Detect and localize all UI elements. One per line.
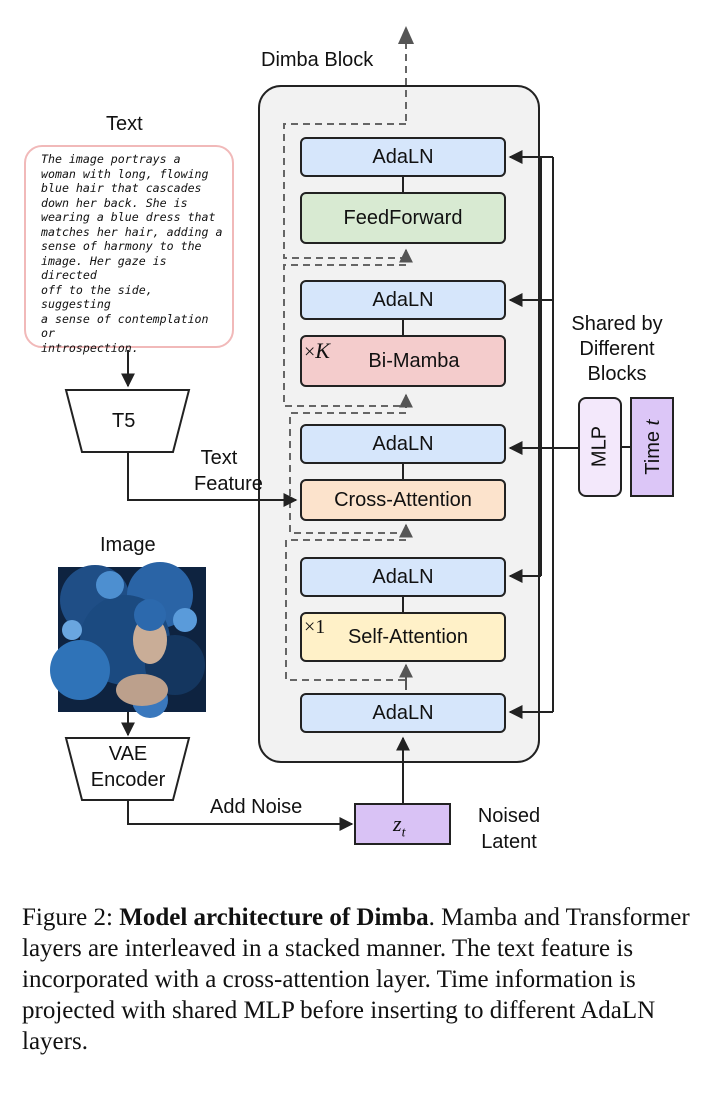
adaln-mamba: AdaLN	[300, 280, 506, 320]
noised-latent-label: Noised Latent	[468, 803, 550, 855]
feedforward-layer: FeedForward	[300, 192, 506, 244]
noised-line1: Noised	[477, 805, 541, 827]
bimamba-repeat-label: ×K	[304, 338, 330, 364]
mamba-k: K	[315, 338, 330, 363]
shared-line1: Shared by	[571, 313, 663, 335]
time-var: t	[639, 419, 664, 426]
t5-encoder-shape	[64, 389, 191, 453]
zt-var: z	[393, 811, 402, 836]
noised-line2: Latent	[481, 831, 537, 853]
caption-rest: . Mamba and Transformer layers are inter…	[22, 904, 690, 1055]
self-repeat-label: ×1	[304, 616, 326, 638]
caption-bold: Model architecture of Dimba	[119, 904, 429, 931]
adaln-self: AdaLN	[300, 557, 506, 597]
shared-line2: Different	[579, 338, 655, 360]
time-box	[630, 397, 674, 497]
text-prompt-bubble: The image portrays a woman with long, fl…	[24, 145, 234, 355]
mlp-label: MLP	[588, 425, 611, 468]
zt-box	[354, 803, 451, 845]
shared-line3: Blocks	[587, 363, 647, 385]
mamba-mult: ×	[304, 341, 316, 363]
vae-line2: Encoder	[90, 769, 166, 791]
image-title: Image	[100, 534, 156, 556]
text-title: Text	[106, 113, 143, 135]
shared-label: Shared by Different Blocks	[558, 312, 676, 387]
text-feature-line2: Feature	[194, 473, 263, 495]
adaln-top: AdaLN	[300, 137, 506, 177]
zt-label: zt	[393, 811, 405, 841]
zt-sub: t	[401, 825, 406, 841]
self-attention-label: Self-Attention	[347, 625, 469, 648]
time-label: Time t	[639, 412, 665, 482]
text-feature-label: Text Feature	[194, 445, 263, 497]
add-noise-label: Add Noise	[210, 796, 303, 818]
time-word: Time	[642, 431, 664, 475]
adaln-cross: AdaLN	[300, 424, 506, 464]
bimamba-label: Bi-Mamba	[368, 349, 460, 372]
vae-encoder-label: VAE Encoder	[80, 741, 176, 793]
self-attention-layer: Self-Attention	[300, 612, 506, 662]
figure-caption: Figure 2: Model architecture of Dimba. M…	[22, 902, 690, 1057]
input-image	[50, 562, 206, 718]
vae-line1: VAE	[108, 743, 148, 765]
adaln-bottom: AdaLN	[300, 693, 506, 733]
caption-prefix: Figure 2:	[22, 904, 120, 931]
t5-label: T5	[112, 410, 136, 432]
dimba-block-title: Dimba Block	[261, 49, 374, 71]
text-feature-line1: Text	[200, 447, 238, 469]
bimamba-layer: Bi-Mamba	[300, 335, 506, 387]
vae-encoder-shape	[64, 737, 191, 801]
cross-attention-layer: Cross-Attention	[300, 479, 506, 521]
